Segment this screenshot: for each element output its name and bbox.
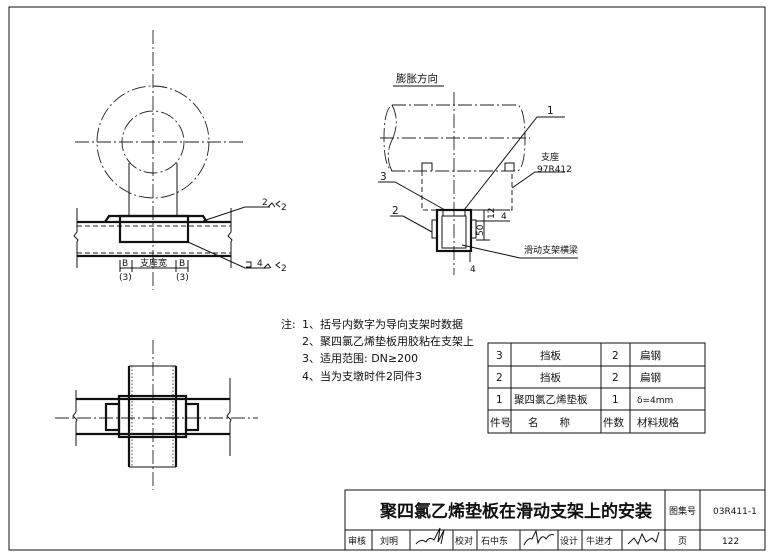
part-qty: 2 xyxy=(612,372,619,384)
side-view: 膨胀方向 1 支座 97R412 3 2 滑动支架横梁 12 4 50 4 xyxy=(378,72,578,275)
weld-symbol-bottom xyxy=(263,261,281,269)
weld-symbol-top xyxy=(267,200,281,208)
dim-height: 50 xyxy=(476,224,486,236)
pipe-outer-circle xyxy=(96,85,210,199)
part-no: 1 xyxy=(496,394,503,406)
weld-size-bottom: 4 xyxy=(257,259,263,269)
beam-label: 滑动支架横梁 xyxy=(524,244,578,256)
support-code: 97R412 xyxy=(537,165,572,175)
part-name: 挡板 xyxy=(540,349,561,362)
leader-2 xyxy=(390,215,433,233)
designer-signature xyxy=(627,531,660,546)
dim-right: B xyxy=(179,259,185,269)
note-3: 3、适用范围: DN≥200 xyxy=(302,351,418,365)
pipe-end-line xyxy=(387,104,397,172)
ptfe-pad xyxy=(442,209,466,217)
support-label: 支座 xyxy=(541,151,559,163)
checker-signature xyxy=(523,529,555,546)
notes-prefix: 注: xyxy=(281,317,296,331)
page-label: 页 xyxy=(678,536,687,547)
atlas-label: 图集号 xyxy=(669,505,696,517)
pipe-inner-circle xyxy=(121,110,185,174)
design-label: 设计 xyxy=(560,535,578,547)
weld-leader-bottom xyxy=(187,241,270,269)
callout-3: 3 xyxy=(380,171,387,183)
part-qty: 2 xyxy=(612,350,619,362)
part-qty: 1 xyxy=(612,394,619,406)
stop-plate-left xyxy=(104,402,121,432)
weld-ref-top: 2 xyxy=(281,203,287,213)
plan-break-right xyxy=(226,378,232,456)
designer-name: 牛进才 xyxy=(586,535,613,547)
table-row: 3 挡板 2 扁钢 xyxy=(496,349,661,362)
weld-ref-bottom: 2 xyxy=(281,264,287,274)
dim-support-width: 支座宽 xyxy=(140,257,167,269)
part-name: 挡板 xyxy=(540,371,561,384)
shoe-block xyxy=(118,214,190,244)
break-line-right xyxy=(227,208,233,268)
leader-support xyxy=(511,171,565,189)
expansion-direction-label: 膨胀方向 xyxy=(396,72,438,85)
part-spec: δ=4mm xyxy=(637,396,673,406)
part-no: 3 xyxy=(496,350,503,362)
review-label: 审核 xyxy=(348,535,366,547)
table-header-row: 件号 名 称 件数 材料规格 xyxy=(490,416,679,429)
note-2: 2、聚四氯乙烯垫板用胶粘在支架上 xyxy=(302,334,474,348)
plan-break-left xyxy=(72,390,78,446)
weld-bracket-symbol xyxy=(246,261,252,268)
weld-leader-top xyxy=(202,206,270,222)
header-no: 件号 xyxy=(490,417,511,429)
note-4: 4、当为支墩时件2同件3 xyxy=(302,369,422,383)
leader-beam xyxy=(461,244,578,259)
page-number: 122 xyxy=(722,537,739,547)
drawing-title: 聚四氯乙烯垫板在滑动支架上的安装 xyxy=(379,501,652,522)
dim-left: B xyxy=(122,259,128,269)
callout-2: 2 xyxy=(392,205,399,217)
part-spec: 扁钢 xyxy=(640,349,661,362)
check-label: 校对 xyxy=(455,535,473,547)
callout-1: 1 xyxy=(547,105,554,117)
dim-top: 4 xyxy=(501,212,507,222)
atlas-number: 03R411-1 xyxy=(713,507,757,517)
table-row: 2 挡板 2 扁钢 xyxy=(496,371,661,384)
parts-table: 3 挡板 2 扁钢 2 挡板 2 扁钢 1 聚四氯乙烯垫板 1 δ=4mm 件号… xyxy=(487,342,706,434)
stop-plate-2 xyxy=(431,219,438,239)
elevation-view: 2 2 4 2 B (3) 支座宽 B (3) xyxy=(73,30,287,290)
leader-3 xyxy=(378,181,446,211)
title-block-border xyxy=(344,489,766,551)
notes: 注: 1、括号内数字为导向支架时数据 2、聚四氯乙烯垫板用胶粘在支架上 3、适用… xyxy=(281,317,474,383)
dim-right-guide: (3) xyxy=(176,273,189,283)
shoe-lugs xyxy=(421,162,515,171)
title-block: 聚四氯乙烯垫板在滑动支架上的安装 图集号 03R411-1 审核 刘明 校对 石… xyxy=(344,489,766,551)
part-no: 2 xyxy=(496,372,503,384)
pipe-outline xyxy=(383,104,526,172)
stop-plate-right xyxy=(184,402,200,432)
weld-size-top: 2 xyxy=(262,198,268,208)
reviewer-name: 刘明 xyxy=(380,535,398,547)
dim-left-guide: (3) xyxy=(119,273,132,283)
part-name: 聚四氯乙烯垫板 xyxy=(514,393,588,406)
dim-small: 12 xyxy=(487,208,497,219)
note-1: 1、括号内数字为导向支架时数据 xyxy=(302,317,463,331)
header-name: 名 称 xyxy=(528,416,570,429)
checker-name: 石中东 xyxy=(481,535,508,547)
reviewer-signature xyxy=(415,527,445,545)
table-row: 1 聚四氯乙烯垫板 1 δ=4mm xyxy=(496,393,673,406)
header-qty: 件数 xyxy=(603,416,624,429)
plan-view xyxy=(55,340,258,490)
break-line-left xyxy=(73,208,79,268)
leader-1 xyxy=(463,116,565,211)
header-spec: 材料规格 xyxy=(637,416,679,429)
stop-plate-2 xyxy=(470,219,477,239)
part-spec: 扁钢 xyxy=(640,371,661,384)
dim-bottom: 4 xyxy=(470,265,476,275)
